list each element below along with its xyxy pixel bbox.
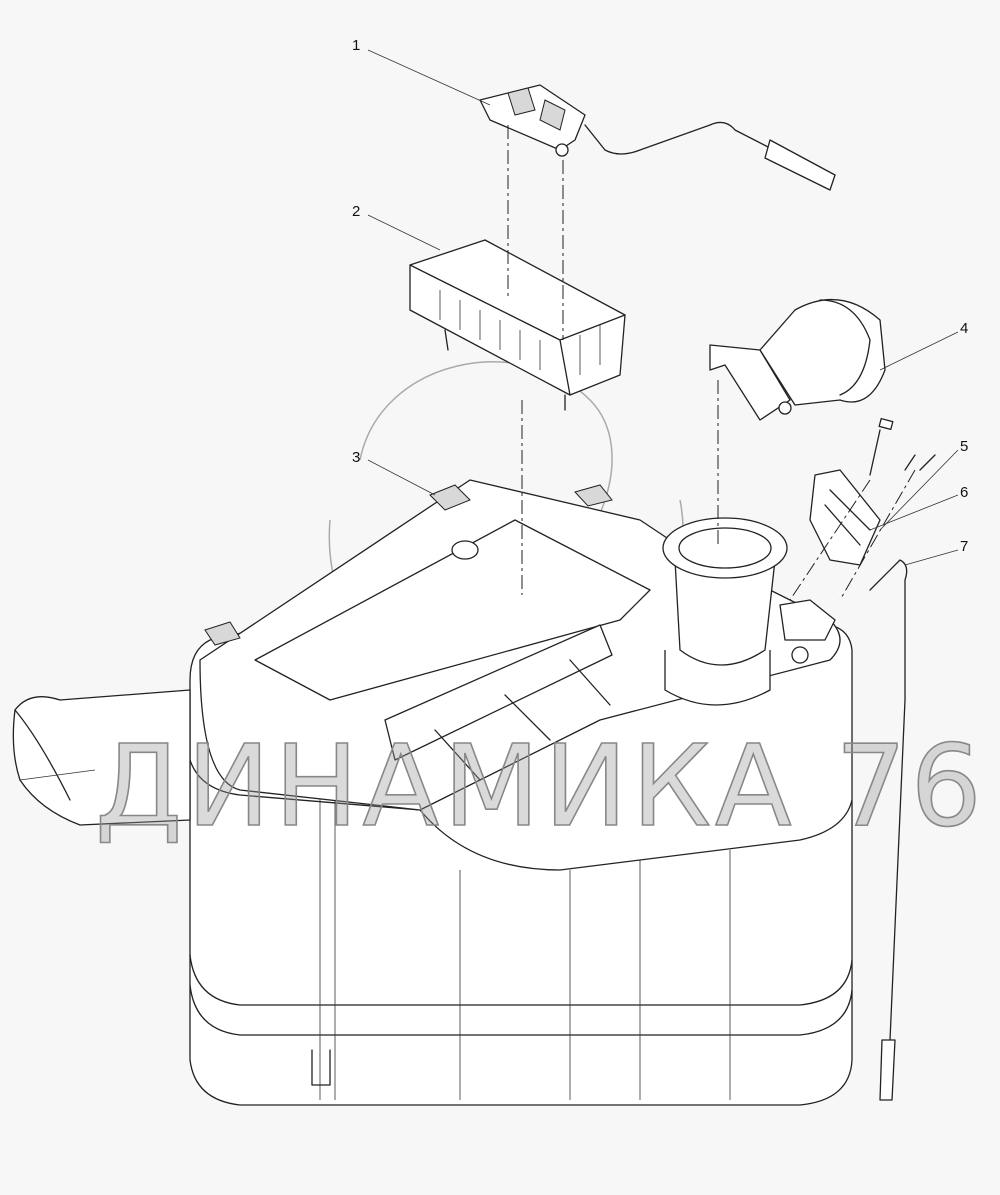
assembly-line	[507, 125, 916, 601]
callout-6: 6	[960, 484, 968, 501]
callout-4: 4	[960, 320, 968, 337]
callout-7: 7	[960, 538, 968, 555]
callout-2: 2	[352, 203, 360, 220]
watermark-text: ДИНАМИКА 76	[95, 722, 986, 852]
outlet-pipe	[12, 689, 191, 826]
level-sensor-cable	[869, 559, 908, 1101]
callout-leaders	[367, 49, 959, 566]
sensor	[479, 84, 836, 191]
callout-labels: 1 2 3 4 5 6 7	[352, 37, 968, 555]
strap-clamp	[709, 298, 886, 421]
sensor-bracket	[409, 239, 626, 411]
callout-3: 3	[352, 449, 360, 466]
callout-1: 1	[352, 37, 360, 54]
callout-5: 5	[960, 438, 968, 455]
filler-neck	[662, 517, 836, 706]
